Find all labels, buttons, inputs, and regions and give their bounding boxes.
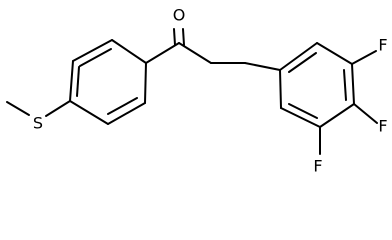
left-ring-bond-1 [69,60,74,102]
molecule-diagram: O S F F F [6,5,388,176]
structure-drawing: O S F F F [6,6,388,176]
left-ring-bond-6 [69,100,109,125]
right-ring-bond-5 [280,107,321,128]
bond-ring-carbonyl [145,42,180,64]
right-ring-inner-bond-1 [288,52,317,73]
right-ring-bond-4 [319,103,355,128]
bond-ch2-right-ring [244,62,281,71]
bond-methyl-sulfur [6,101,30,116]
oxygen-label: O [173,6,186,25]
right-ring-inner-bond-2 [343,69,347,101]
sulfur-label: S [33,114,43,133]
carbonyl-double-bond-2 [182,28,185,46]
right-ring-bond-3 [351,63,355,105]
bond-fluorine-middle [353,103,378,124]
left-ring-bond-3 [111,39,147,64]
left-ring-inner-bond-1 [79,48,112,67]
left-ring-bond-4 [144,62,147,104]
bond-carbonyl-ch2 [178,42,212,64]
carbonyl-double-bond-1 [173,28,176,46]
fluorine-bottom-label: F [313,157,322,176]
fluorine-middle-label: F [378,117,387,136]
right-ring-bond-1 [279,42,318,71]
bond-sulfur-ring [45,100,71,117]
fluorine-top-label: F [378,36,387,55]
left-ring-bond-5 [107,102,146,125]
right-ring-inner-bond-3 [288,103,318,119]
bond-fluorine-top [351,50,377,65]
left-ring-bond-2 [72,39,113,62]
left-ring-inner-bond-2 [107,97,138,115]
left-ring-inner-bond-3 [76,66,80,97]
right-ring-bond-6 [279,69,282,109]
right-ring-bond-2 [316,42,353,65]
